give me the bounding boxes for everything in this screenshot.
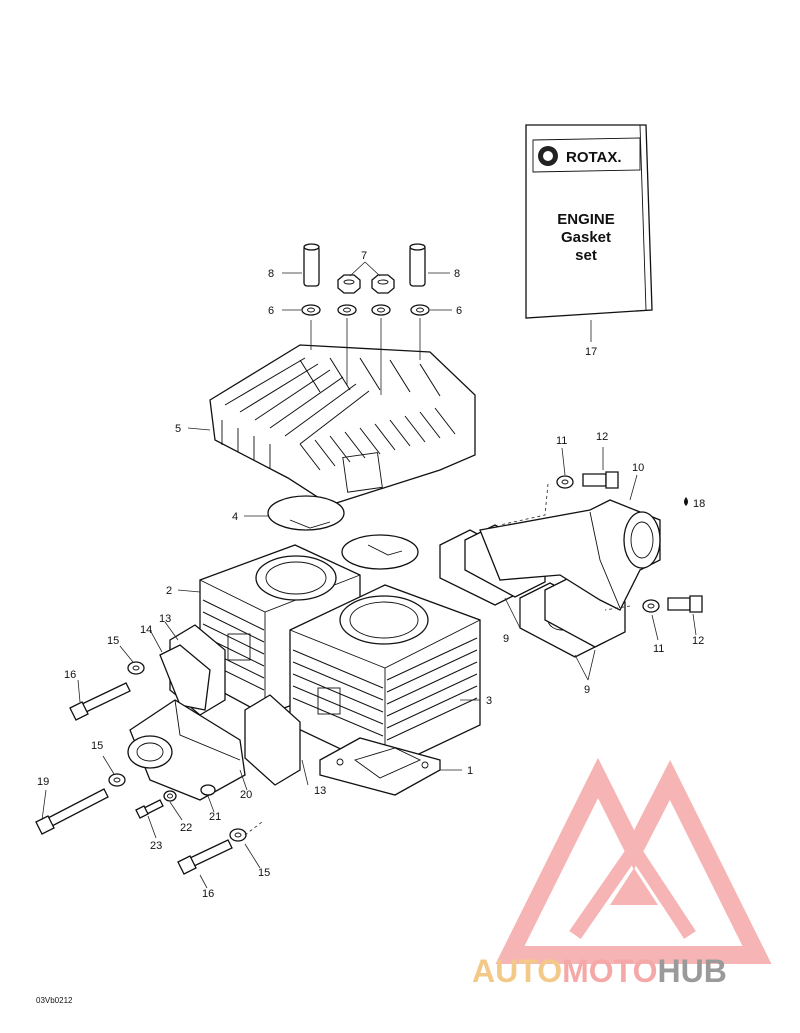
callout-13-lower: 13	[314, 785, 326, 797]
cylinder-head	[209, 344, 476, 506]
kit-line-set: set	[575, 247, 597, 264]
washers-15	[108, 661, 247, 842]
intake-gasket-lower	[244, 694, 301, 786]
callout-12-upper: 12	[596, 431, 608, 443]
callout-15-upper: 15	[107, 635, 119, 647]
callout-19: 19	[37, 776, 49, 788]
manifold-bolts	[582, 471, 703, 613]
callout-9-upper: 9	[503, 633, 509, 645]
callout-9-lower: 9	[584, 684, 590, 696]
intake-spacer	[159, 644, 211, 711]
kit-brand: ROTAX.	[566, 149, 622, 166]
cylinder-right	[289, 584, 481, 771]
watermark-auto: AUTO	[472, 953, 562, 989]
kit-line-engine: ENGINE	[557, 211, 615, 228]
head-o-rings	[267, 495, 419, 570]
callout-15-middle: 15	[91, 740, 103, 752]
callout-8-left: 8	[268, 268, 274, 280]
watermark-logo-icon	[495, 757, 772, 964]
callout-11-upper: 11	[556, 435, 567, 447]
drawing-code: 03Vb0212	[36, 996, 73, 1005]
cylinder-head-studs	[303, 243, 426, 287]
callout-1: 1	[467, 765, 473, 777]
callout-4: 4	[232, 511, 238, 523]
callout-16-lower: 16	[202, 888, 214, 900]
parts-21-22-23	[135, 784, 216, 819]
callout-14: 14	[140, 624, 152, 636]
callout-8-right: 8	[454, 268, 460, 280]
callout-21: 21	[209, 811, 221, 823]
gasket-kit-package: ROTAX. ENGINE Gasket set	[525, 124, 653, 319]
callout-6-left: 6	[268, 305, 274, 317]
callout-7: 7	[361, 250, 367, 262]
callout-10: 10	[632, 462, 644, 474]
callout-5: 5	[175, 423, 181, 435]
callout-12-lower: 12	[692, 635, 704, 647]
head-nuts	[337, 274, 395, 294]
rotax-logo-icon	[538, 146, 558, 166]
sealant-drop-icon	[684, 497, 688, 506]
callout-23: 23	[150, 840, 162, 852]
head-washers	[301, 304, 430, 316]
exhaust-manifold	[479, 499, 661, 611]
callout-13-upper: 13	[159, 613, 171, 625]
bolt-19	[35, 788, 109, 835]
callout-11-lower: 11	[653, 643, 664, 655]
manifold-washers	[556, 475, 660, 613]
callout-16-upper: 16	[64, 669, 76, 681]
callout-3: 3	[486, 695, 492, 707]
bolts-16	[69, 682, 233, 875]
callout-labels: 1 2 3 4 5 6 6 7 8 8 9 9 10 11 11 12 12 1…	[37, 250, 705, 900]
intake-manifold	[127, 699, 246, 801]
kit-line-gasket: Gasket	[561, 229, 611, 246]
callout-18: 18	[693, 498, 705, 510]
callout-22: 22	[180, 822, 192, 834]
callout-2: 2	[166, 585, 172, 597]
callout-6-right: 6	[456, 305, 462, 317]
automotohub-watermark: AUTOMOTOHUB	[472, 757, 772, 989]
callout-15-lower: 15	[258, 867, 270, 879]
watermark-hub: HUB	[657, 953, 726, 989]
callout-20: 20	[240, 789, 252, 801]
watermark-moto: MOTO	[562, 953, 657, 989]
svg-text:AUTOMOTOHUB: AUTOMOTOHUB	[472, 953, 727, 989]
leader-lines	[41, 261, 697, 889]
callout-17: 17	[585, 346, 597, 358]
